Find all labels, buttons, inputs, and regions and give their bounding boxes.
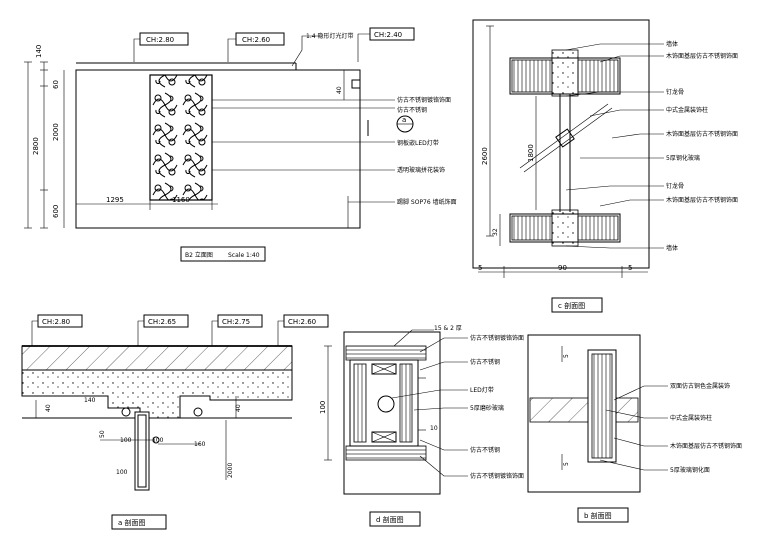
c-callout-7: 钉龙骨 [666, 182, 684, 190]
a-dim-100c: 100 [116, 469, 128, 476]
section-d-view: 100 15 & 2 厚 仿古不锈钢镀铬饰面 仿古不锈钢 LED灯带 5厚磨砂玻… [319, 325, 524, 527]
b-dim-5-bottom: 5 [563, 462, 570, 466]
c-dim-32: 32 [492, 228, 499, 236]
d-top-note: 15 & 2 厚 [434, 325, 462, 332]
a-dim-160: 160 [194, 441, 206, 448]
d-dim-10: 10 [430, 425, 438, 432]
a-ch-275: CH:2.75 [222, 318, 250, 326]
partition-frame [134, 411, 150, 491]
section-a-view: 40 140 100 100 160 2000 50 100 40 CH:2.8… [21, 314, 329, 530]
c-callout-4: 中式金属装饰柱 [666, 106, 708, 114]
b-callout-1: 双面仿古铜色金属装饰 [670, 382, 730, 390]
d-callout-1: 仿古不锈钢镀铬饰面 [470, 334, 524, 342]
c-callout-1: 墙体 [666, 40, 678, 48]
b-title: b 剖面图 [584, 511, 612, 520]
c-dim-5-left: 5 [478, 264, 482, 272]
c-callout-8: 木饰面基层仿古不锈钢饰面 [666, 196, 738, 204]
elev-dim-600: 600 [52, 205, 60, 218]
section-marker-a: a [402, 116, 406, 124]
d-callout-2: 仿古不锈钢 [470, 358, 500, 366]
elev-dim-2800: 2800 [32, 137, 40, 155]
d-callout-5: 仿古不锈钢 [470, 446, 500, 454]
ornamental-panel [149, 74, 213, 201]
elev-callout-2: 仿古不锈钢 [397, 106, 427, 114]
c-callout-3: 钉龙骨 [666, 88, 684, 96]
a-dim-100: 100 [120, 437, 132, 444]
a-title: a 剖面图 [118, 518, 146, 527]
a-ch-260: CH:2.60 [288, 318, 316, 326]
elev-ch-240: CH:2.40 [374, 31, 402, 39]
elev-dim-2000: 2000 [52, 123, 60, 141]
c-callout-2: 木饰面基层仿古不锈钢饰面 [666, 52, 738, 60]
c-callout-9: 墙体 [666, 244, 678, 252]
elev-callout-1: 仿古不锈钢镀铬饰面 [397, 96, 451, 104]
a-dim-2000: 2000 [227, 463, 234, 478]
d-dim-100: 100 [319, 401, 327, 414]
elev-ch-260: CH:2.60 [242, 36, 270, 44]
b-callout-3: 木饰面基层仿古不锈钢饰面 [670, 442, 742, 450]
elev-small-dim: 40 [336, 86, 343, 94]
a-dim-50: 50 [99, 430, 106, 438]
b-callout-4: 5厚玻璃钢化面 [670, 466, 710, 474]
b-callout-2: 中式金属装饰柱 [670, 414, 712, 422]
a-dim-40: 40 [45, 404, 52, 412]
a-ch-265: CH:2.65 [148, 318, 176, 326]
a-dim-140: 140 [84, 397, 96, 404]
elev-dim-1295: 1295 [106, 196, 124, 204]
elev-scale: Scale 1:40 [228, 252, 260, 259]
elevation-view: 140 60 2800 2000 600 1295 1160 CH:2.80 C… [24, 27, 457, 262]
elev-top-note: 1.4 隐形灯光灯带 [306, 32, 353, 40]
elev-dim-60: 60 [52, 80, 60, 89]
elev-dim-1160: 1160 [172, 196, 190, 204]
d-callout-6: 仿古不锈钢镀铬饰面 [470, 472, 524, 480]
c-title: c 剖面图 [558, 301, 585, 310]
a-ch-280: CH:2.80 [42, 318, 70, 326]
c-dim-90: 90 [558, 264, 567, 272]
elev-callout-5: 踢脚 SOP76 墙纸饰面 [397, 198, 457, 206]
elev-title: B2 立面图 [185, 251, 213, 259]
c-callout-6: 5厚钢化玻璃 [666, 154, 700, 162]
elev-callout-3: 钢板嵌LED灯带 [397, 139, 439, 147]
c-dim-2600: 2600 [481, 147, 489, 165]
a-dim-100b: 100 [152, 437, 164, 444]
c-callout-5: 木饰面基层仿古不锈钢饰面 [666, 130, 738, 138]
a-dim-40b: 40 [235, 404, 242, 412]
c-dim-1800: 1800 [527, 144, 535, 162]
section-c-view: 2600 1800 32 5 90 5 墙体 木饰面基层仿古不锈钢饰面 钉龙骨 … [472, 19, 738, 313]
d-callout-3: LED灯带 [470, 386, 494, 394]
elev-callout-4: 透明玻璃拼花装饰 [397, 166, 445, 174]
elev-ch-280: CH:2.80 [146, 36, 174, 44]
section-b-view: 5 5 双面仿古铜色金属装饰 中式金属装饰柱 木饰面基层仿古不锈钢饰面 5厚玻璃… [527, 334, 742, 523]
b-dim-5-top: 5 [563, 354, 570, 358]
led-light-symbol [377, 395, 395, 413]
d-callout-4: 5厚磨砂玻璃 [470, 404, 504, 412]
d-title: d 剖面图 [376, 515, 404, 524]
c-dim-5-right: 5 [628, 264, 632, 272]
elev-dim-140: 140 [35, 45, 43, 58]
